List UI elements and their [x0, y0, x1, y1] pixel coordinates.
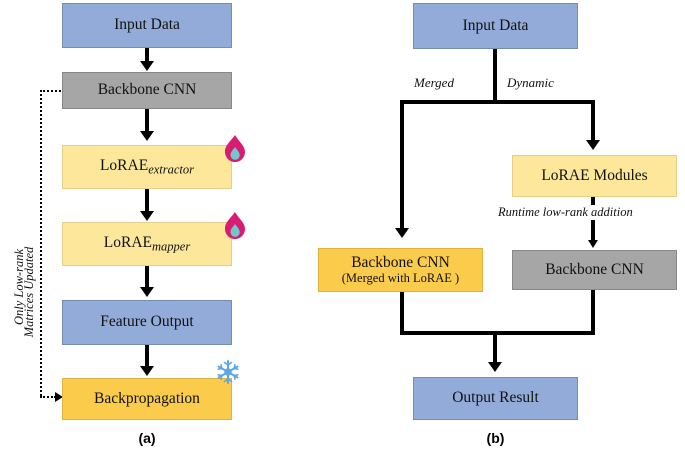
edge-label-merged-text: Merged — [414, 75, 454, 90]
edge-a-input-to-backbone — [145, 48, 149, 63]
node-b-input-label: Input Data — [462, 16, 529, 34]
node-a-backprop-label: Backpropagation — [94, 389, 200, 407]
node-a-mapper-label: LoRAEmapper — [103, 233, 191, 254]
edge-label-runtime: Runtime low-rank addition — [496, 205, 635, 220]
node-b-merged-backbone: Backbone CNN (Merged with LoRAE ) — [318, 248, 483, 292]
arrowhead-b-output — [488, 362, 502, 372]
node-b-lorae-modules: LoRAE Modules — [512, 155, 677, 197]
edge-b-merge-bar — [400, 331, 595, 335]
node-b-backbone: Backbone CNN — [512, 250, 677, 290]
node-a-backbone-label: Backbone CNN — [97, 81, 197, 99]
side-note-line-2: Matrices Updated — [22, 246, 36, 338]
node-a-extractor-subscript: extractor — [148, 162, 195, 177]
edge-b-merged-down — [400, 292, 404, 335]
caption-a: (a) — [62, 430, 232, 446]
edge-a-extractor-to-mapper — [145, 189, 149, 213]
caption-b: (b) — [413, 430, 578, 446]
node-a-feature: Feature Output — [62, 300, 232, 345]
node-b-merged-backbone-label: Backbone CNN — [351, 253, 450, 271]
flame-icon — [222, 211, 248, 241]
node-a-backprop: Backpropagation — [62, 378, 232, 420]
edge-a-backbone-to-extractor — [145, 109, 149, 133]
arrowhead-a-4 — [140, 287, 154, 297]
edge-label-dynamic-text: Dynamic — [507, 75, 554, 90]
edge-b-split-bar — [400, 100, 595, 104]
edge-label-runtime-text: Runtime low-rank addition — [498, 205, 633, 219]
node-b-output: Output Result — [413, 377, 578, 420]
feedback-path-bottom — [40, 396, 56, 398]
edge-b-left-branch — [400, 100, 404, 230]
feedback-arrowhead — [55, 392, 63, 402]
edge-a-mapper-to-feature — [145, 266, 149, 289]
node-a-extractor-label: LoRAEextractor — [99, 156, 195, 177]
edge-b-right-branch — [591, 100, 595, 142]
arrowhead-a-5 — [140, 366, 154, 376]
node-a-extractor-base: LoRAE — [99, 156, 149, 174]
arrowhead-a-1 — [140, 61, 154, 71]
node-b-output-label: Output Result — [452, 389, 539, 407]
node-a-mapper: LoRAEmapper — [62, 222, 232, 266]
node-b-backbone-label: Backbone CNN — [545, 260, 644, 278]
feedback-path-top — [40, 90, 64, 92]
edge-label-merged: Merged — [412, 75, 456, 91]
node-b-lorae-modules-label: LoRAE Modules — [541, 166, 648, 184]
node-b-input: Input Data — [413, 3, 578, 49]
node-a-input: Input Data — [62, 3, 232, 48]
edge-b-to-output — [493, 331, 497, 364]
edge-label-dynamic: Dynamic — [505, 75, 556, 91]
arrowhead-b-runtime — [588, 240, 598, 248]
node-b-merged-backbone-sublabel: (Merged with LoRAE ) — [341, 271, 460, 286]
edge-b-input-stem — [493, 49, 497, 104]
caption-a-text: (a) — [138, 430, 156, 446]
node-a-extractor: LoRAEextractor — [62, 145, 232, 189]
flame-icon — [222, 134, 248, 164]
side-note-matrices-updated: Matrices Updated — [22, 232, 36, 352]
arrowhead-a-2 — [140, 131, 154, 141]
node-a-feature-label: Feature Output — [100, 313, 194, 331]
arrowhead-a-3 — [140, 211, 154, 221]
caption-b-text: (b) — [486, 430, 505, 446]
edge-b-backbone-down — [591, 290, 595, 335]
arrowhead-b-right — [586, 140, 600, 150]
node-a-backbone: Backbone CNN — [62, 72, 232, 109]
node-a-mapper-base: LoRAE — [103, 233, 152, 251]
arrowhead-b-left — [395, 228, 409, 238]
edge-a-feature-to-backprop — [145, 345, 149, 368]
node-a-mapper-subscript: mapper — [152, 239, 191, 254]
node-a-input-label: Input Data — [114, 16, 180, 34]
feedback-path-left — [40, 90, 42, 396]
edge-b-lorae-to-backbone — [591, 197, 595, 243]
snowflake-icon — [214, 358, 242, 386]
